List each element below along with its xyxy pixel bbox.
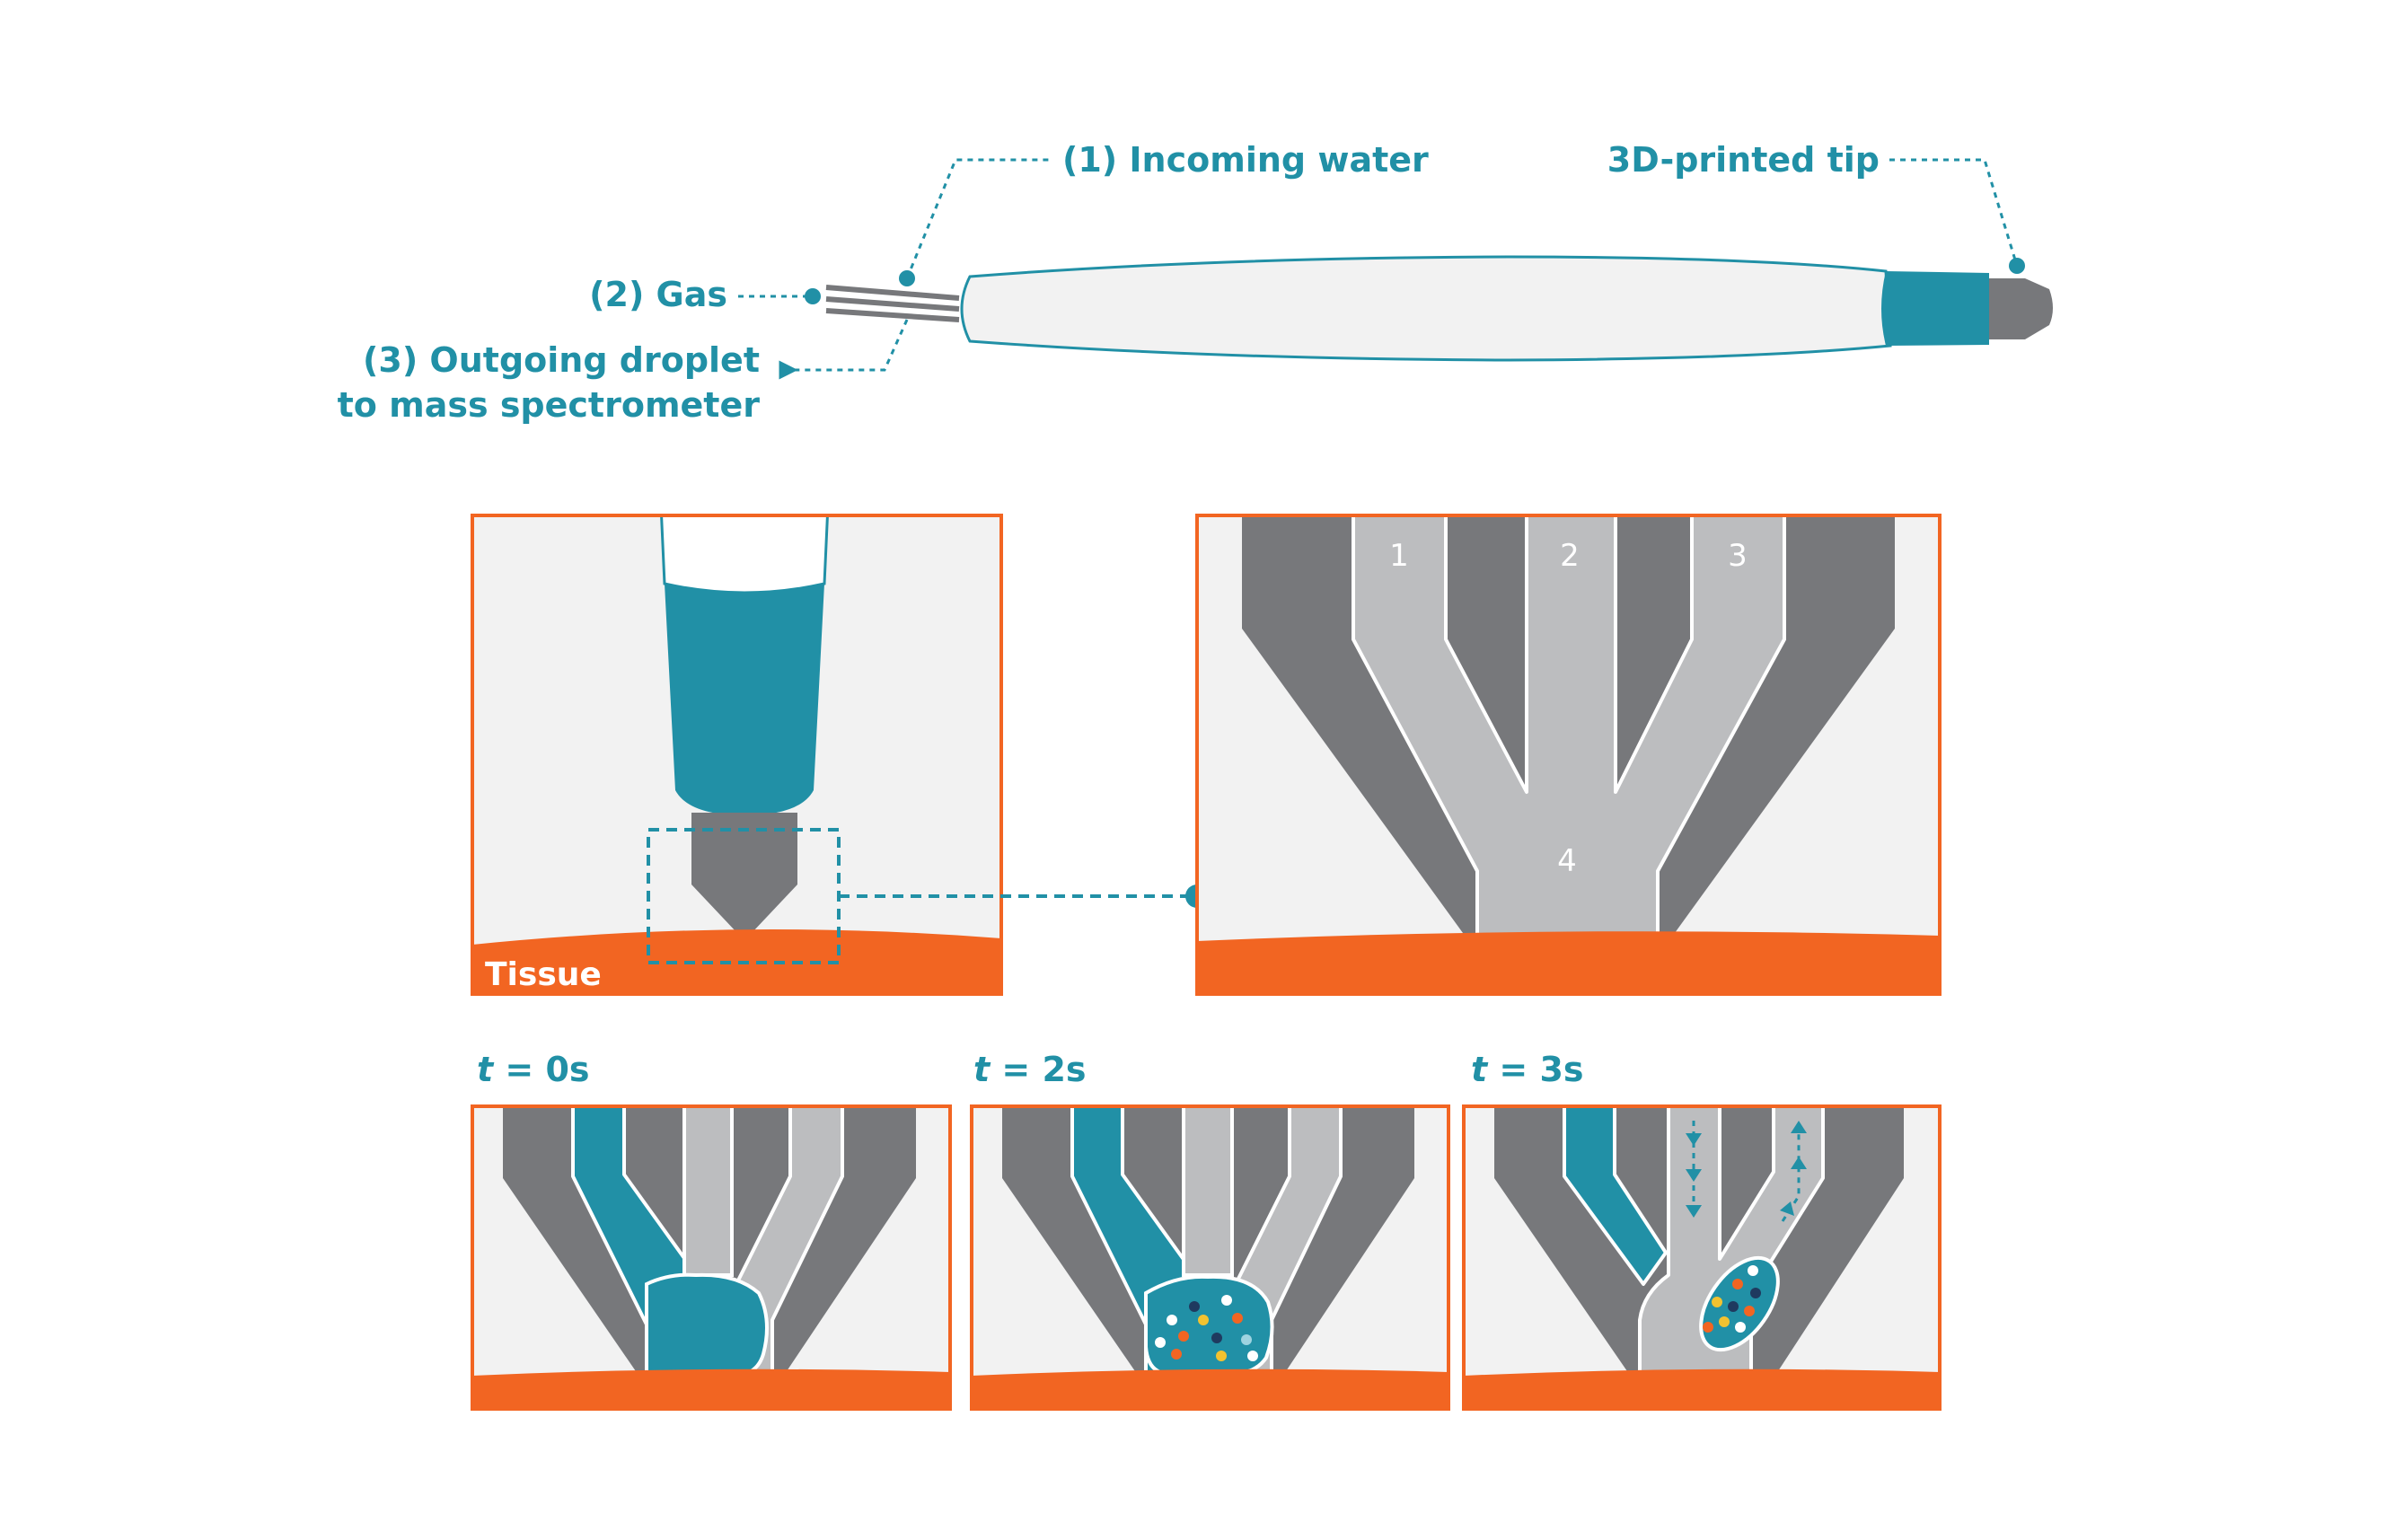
panel-t3 <box>1462 1104 1942 1411</box>
panel-t2 <box>970 1104 1450 1411</box>
tissue-label: Tissue <box>485 956 602 993</box>
time-label-2: t = 2s <box>973 1050 1087 1089</box>
flow-down-arrows <box>1686 1121 1702 1218</box>
device-printed-tip <box>1989 278 2053 339</box>
callout-gas: (2) Gas <box>589 275 821 314</box>
callout-outgoing-droplet: (3) Outgoing droplet to mass spectromete… <box>338 319 909 425</box>
callout-incoming-water: (1) Incoming water <box>899 140 1429 286</box>
nozzle-channels <box>1352 515 1786 945</box>
label-outgoing-line1: (3) Outgoing droplet <box>363 340 760 380</box>
device-body <box>960 255 1892 362</box>
handheld-device <box>825 255 2053 362</box>
time-label-3: t = 3s <box>1471 1050 1584 1089</box>
channel-label-4: 4 <box>1557 843 1577 879</box>
tip-gray-nozzle <box>691 813 797 932</box>
tip-teal-collar <box>665 584 824 815</box>
analyte-particles <box>1155 1295 1258 1361</box>
label-gas: (2) Gas <box>589 275 727 314</box>
label-incoming-water: (1) Incoming water <box>1062 140 1429 180</box>
channel-label-1: 1 <box>1389 538 1409 574</box>
panel-t0 <box>471 1104 952 1411</box>
channel-label-3: 3 <box>1728 538 1748 574</box>
label-outgoing-line2: to mass spectrometer <box>338 385 761 425</box>
tissue-surface <box>472 929 1001 994</box>
time-label-0: t = 0s <box>477 1050 590 1089</box>
panel-tip-on-tissue: Tissue <box>471 514 1003 996</box>
device-teal-collar <box>1881 271 1989 346</box>
callout-printed-tip: 3D-printed tip <box>1607 140 2025 274</box>
tissue-surface-closeup <box>1197 931 1940 994</box>
flow-up-arrows <box>1780 1121 1807 1222</box>
label-printed-tip: 3D-printed tip <box>1607 140 1880 180</box>
tip-sleeve <box>660 515 829 594</box>
droplet-rising <box>1699 1255 1780 1352</box>
panel-channel-closeup: 1 2 3 4 <box>1195 514 1942 996</box>
device-tubes <box>825 285 960 322</box>
rising-particles <box>1703 1265 1761 1333</box>
channel-label-2: 2 <box>1560 538 1580 574</box>
droplet-forming <box>645 1272 769 1376</box>
